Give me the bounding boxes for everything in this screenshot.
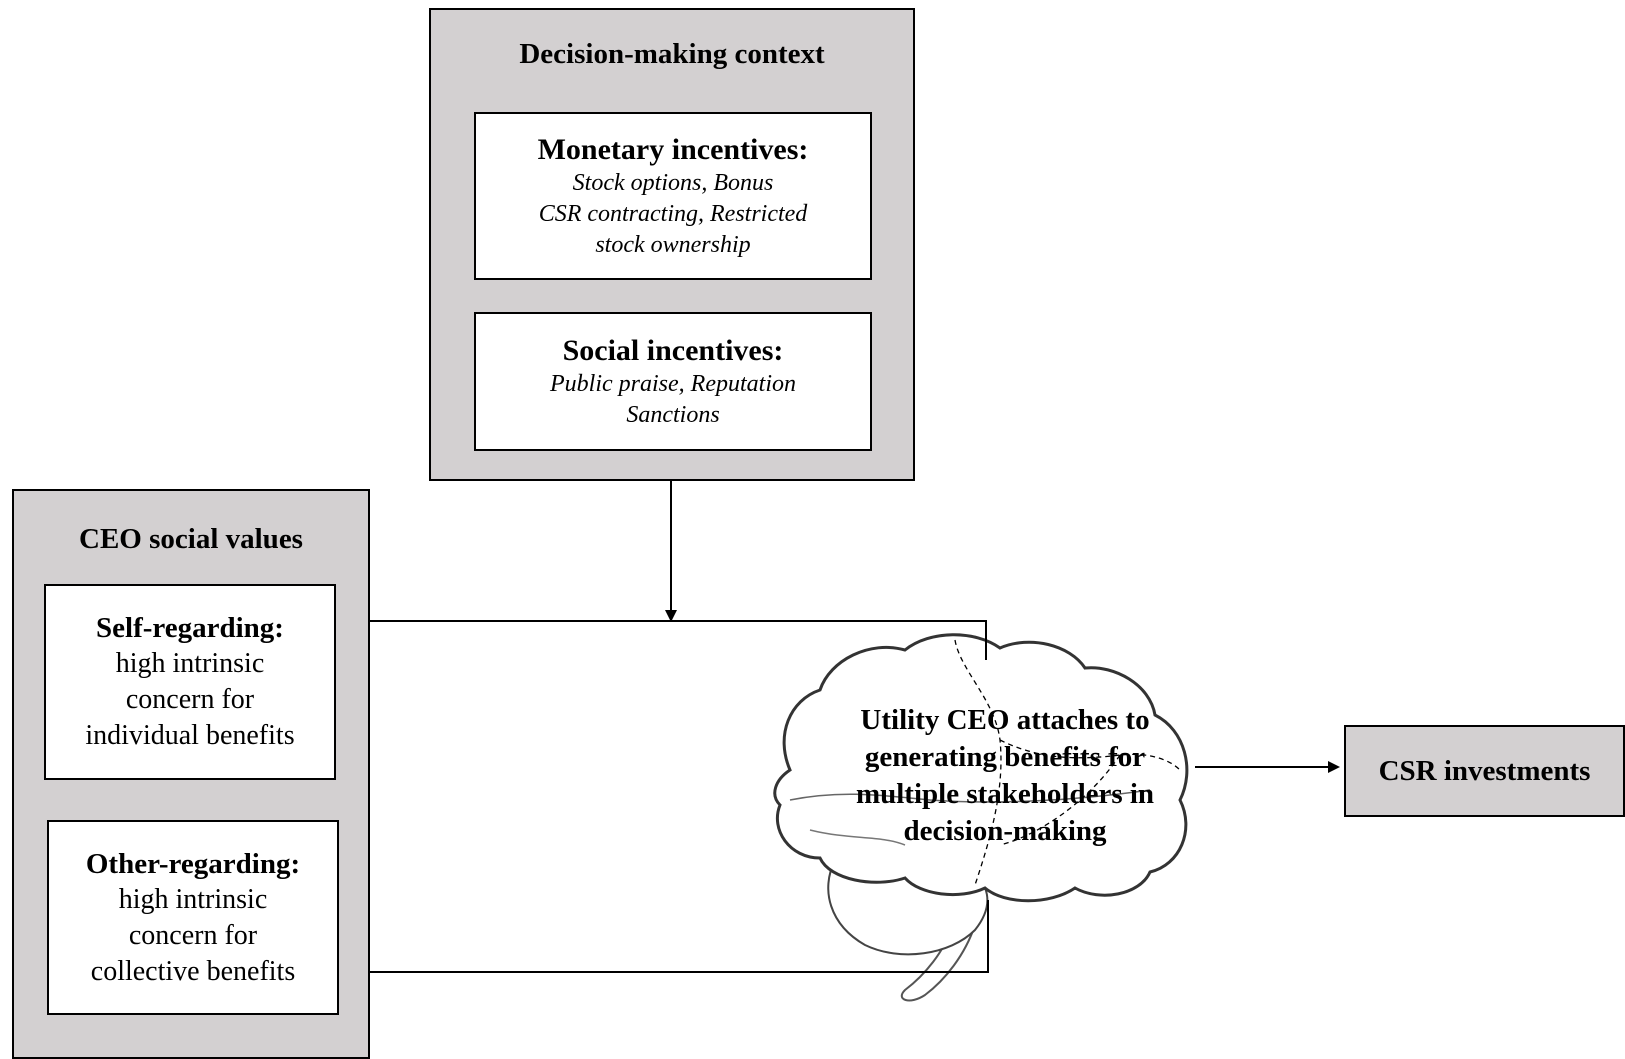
monetary-incentives-line: stock ownership: [595, 231, 751, 258]
self-regarding-heading: Self-regarding:: [96, 612, 284, 644]
csr-investments-box: CSR investments: [1344, 725, 1625, 817]
social-incentives-box: Social incentives: Public praise, Reputa…: [474, 312, 872, 451]
other-regarding-line: high intrinsic: [118, 883, 268, 915]
other-regarding-line: concern for: [128, 919, 258, 951]
social-incentives-line: Sanctions: [626, 401, 720, 428]
other-regarding-line: collective benefits: [90, 955, 296, 987]
monetary-incentives-line: CSR contracting, Restricted: [538, 200, 808, 227]
self-regarding-line: concern for: [125, 684, 255, 715]
brain-icon: [773, 633, 1189, 1002]
decision-context-panel: Decision-making context Monetary incenti…: [429, 8, 915, 481]
utility-line: Utility CEO attaches to: [860, 704, 1150, 736]
ceo-values-title: CEO social values: [79, 523, 303, 555]
other-regarding-box: Other-regarding: high intrinsic concern …: [47, 820, 339, 1015]
self-regarding-connector: [334, 620, 987, 660]
monetary-incentives-box: Monetary incentives: Stock options, Bonu…: [474, 112, 872, 280]
self-regarding-line: individual benefits: [85, 720, 295, 751]
utility-line: generating benefits for: [864, 741, 1146, 773]
monetary-incentives-line: Stock options, Bonus: [572, 169, 774, 196]
monetary-incentives-heading: Monetary incentives:: [537, 132, 809, 166]
social-incentives-heading: Social incentives:: [562, 333, 784, 367]
utility-label: Utility CEO attaches to generating benef…: [810, 702, 1200, 850]
other-regarding-heading: Other-regarding:: [85, 847, 301, 880]
social-incentives-line: Public praise, Reputation: [550, 370, 796, 397]
other-regarding-connector: [337, 900, 989, 973]
utility-line: multiple stakeholders in: [855, 778, 1155, 810]
csr-investments-label: CSR investments: [1378, 754, 1591, 787]
utility-line: decision-making: [903, 815, 1107, 847]
decision-context-title: Decision-making context: [519, 38, 825, 70]
self-regarding-line: high intrinsic: [115, 648, 265, 679]
ceo-values-panel: CEO social values Self-regarding: high i…: [12, 489, 370, 1059]
self-regarding-box: Self-regarding: high intrinsic concern f…: [44, 584, 336, 780]
